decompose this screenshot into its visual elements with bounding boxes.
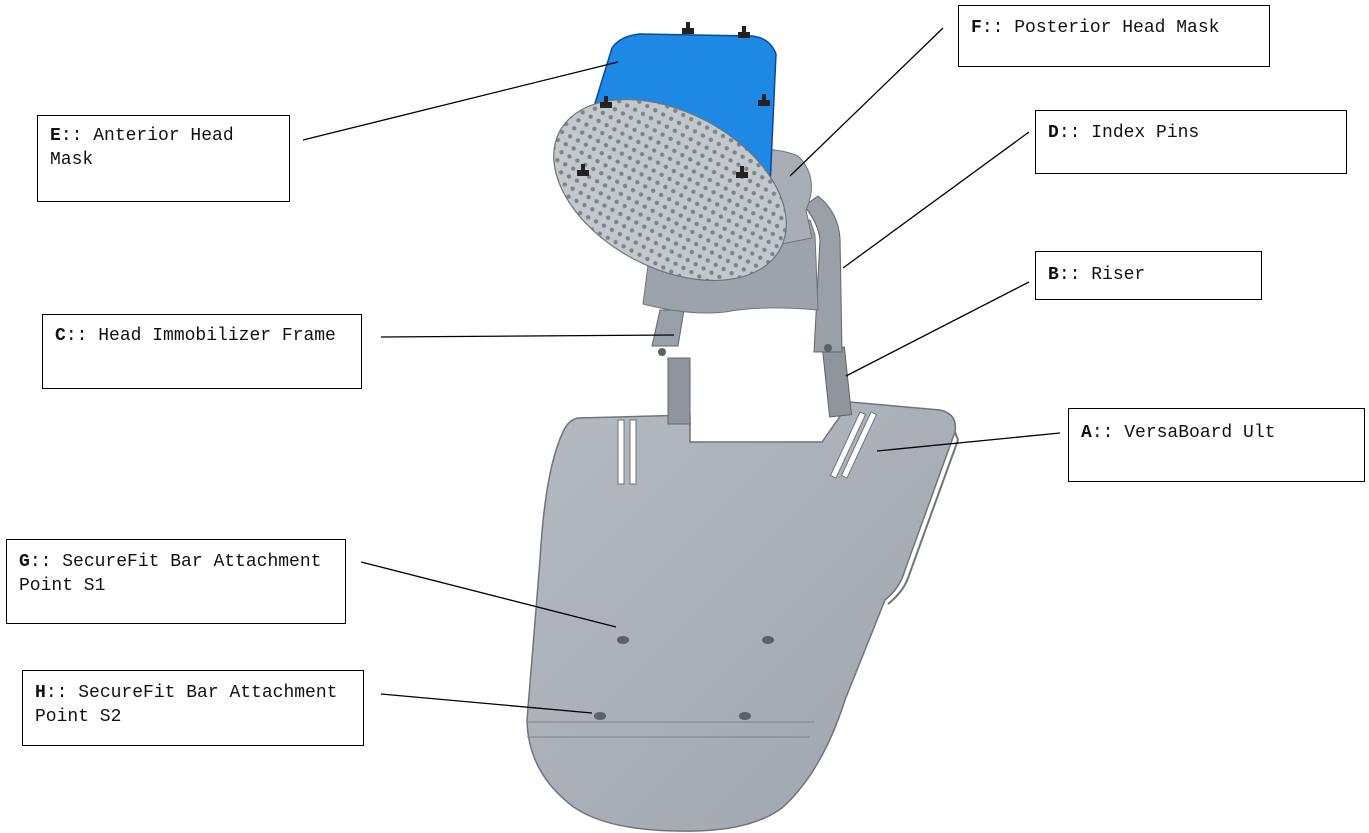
leader-line-c [380, 334, 675, 338]
callout-text: SecureFit Bar Attachment Point S2 [35, 683, 338, 727]
leader-line-g [360, 561, 617, 628]
callout-separator: :: [1058, 123, 1092, 143]
attachment-hole [762, 636, 774, 644]
callout-text: VersaBoard Ult [1124, 423, 1276, 443]
callout-anterior-head-mask: E:: Anterior Head Mask [37, 115, 290, 202]
callout-index-pins: D:: Index Pins [1035, 110, 1347, 174]
callout-letter: H [35, 683, 46, 703]
attachment-hole [739, 712, 751, 720]
callout-letter: C [55, 326, 66, 346]
callout-letter: G [19, 552, 30, 572]
callout-letter: F [971, 18, 982, 38]
riser-posts [667, 346, 853, 425]
callout-separator: :: [45, 683, 79, 703]
callout-posterior-head-mask: F:: Posterior Head Mask [958, 5, 1270, 67]
callout-head-immobilizer-frame: C:: Head Immobilizer Frame [42, 314, 362, 389]
callout-letter: B [1048, 265, 1059, 285]
callout-separator: :: [29, 552, 63, 572]
callout-text: Head Immobilizer Frame [98, 326, 336, 346]
callout-letter: A [1081, 423, 1092, 443]
callout-text: Riser [1091, 265, 1146, 285]
callout-letter: E [50, 126, 61, 146]
mesh-panel [553, 98, 787, 282]
callout-versaboard: A:: VersaBoard Ult [1068, 408, 1365, 482]
callout-attachment-point-s2: H:: SecureFit Bar Attachment Point S2 [22, 670, 364, 746]
head-immobilizer-frame [651, 195, 843, 356]
callout-attachment-point-s1: G:: SecureFit Bar Attachment Point S1 [6, 539, 346, 624]
leader-line-e [302, 61, 619, 141]
callout-text: Index Pins [1091, 123, 1200, 143]
attachment-hole [594, 712, 606, 720]
leader-line-d [842, 131, 1030, 269]
anterior-head-mask [553, 22, 787, 282]
leader-line-f [789, 27, 944, 177]
callout-separator: :: [1058, 265, 1092, 285]
fastener-knobs [577, 22, 770, 178]
attachment-hole [617, 636, 629, 644]
callout-text: SecureFit Bar Attachment Point S1 [19, 552, 322, 596]
callout-separator: :: [65, 326, 99, 346]
callout-text: Posterior Head Mask [1014, 18, 1220, 38]
callout-letter: D [1048, 123, 1059, 143]
versaboard-base [526, 401, 960, 832]
callout-separator: :: [1091, 423, 1125, 443]
leader-line-a [876, 432, 1061, 452]
callout-separator: :: [60, 126, 94, 146]
callout-text: Anterior Head Mask [50, 126, 234, 170]
callout-separator: :: [981, 18, 1015, 38]
callout-riser: B:: Riser [1035, 251, 1262, 300]
leader-line-h [380, 693, 593, 714]
leader-lines [302, 27, 1061, 714]
leader-line-b [845, 281, 1030, 377]
